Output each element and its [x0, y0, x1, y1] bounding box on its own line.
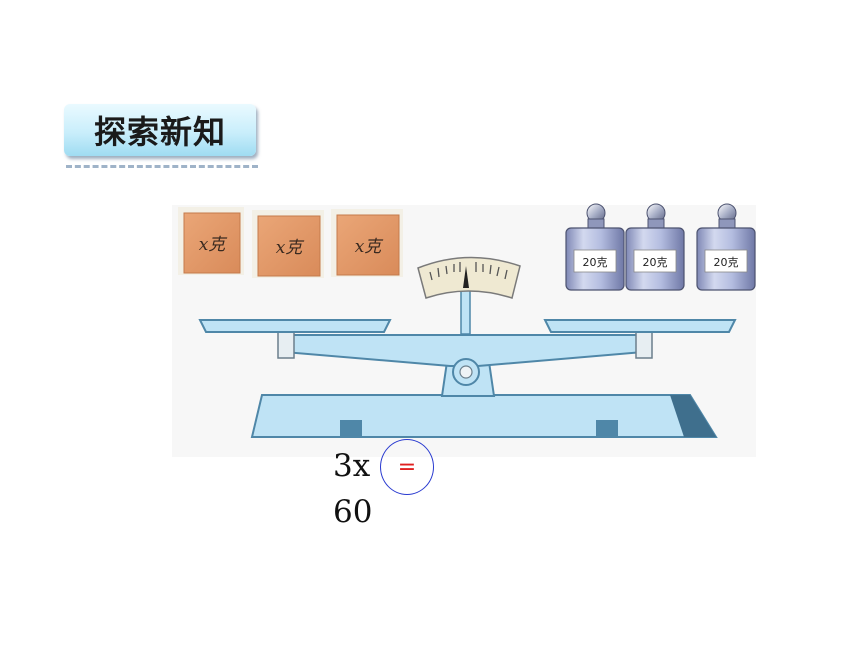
right-pan	[543, 319, 737, 333]
equals-sign-circle: =	[380, 439, 434, 495]
dial-needle	[463, 266, 469, 288]
weight-label: 20克	[714, 256, 739, 269]
block-label: x克	[276, 238, 306, 258]
weight-label: 20克	[643, 256, 668, 269]
right-pan-support	[635, 331, 653, 359]
unknown-block: x克	[252, 210, 324, 278]
left-pan-support	[277, 331, 295, 359]
title-underline-divider	[66, 165, 258, 168]
equation-right-side: 60	[333, 494, 373, 530]
scale-dial	[417, 256, 521, 299]
left-pan	[198, 319, 392, 333]
section-title: 探索新知	[93, 113, 226, 151]
unknown-block: x克	[331, 209, 403, 277]
equation-left-side: 3x	[333, 448, 371, 484]
weight-20g: 20克	[565, 203, 625, 291]
block-label: x克	[355, 237, 385, 257]
weight-label: 20克	[583, 256, 608, 269]
dial-ticks	[429, 262, 508, 281]
weight-20g: 20克	[625, 203, 685, 291]
block-label: x克	[199, 235, 229, 255]
weight-20g: 20克	[696, 203, 756, 291]
section-title-tab: 探索新知	[64, 104, 256, 156]
equals-sign: =	[397, 454, 417, 480]
scale-base	[250, 394, 718, 438]
unknown-block: x克	[178, 207, 244, 275]
